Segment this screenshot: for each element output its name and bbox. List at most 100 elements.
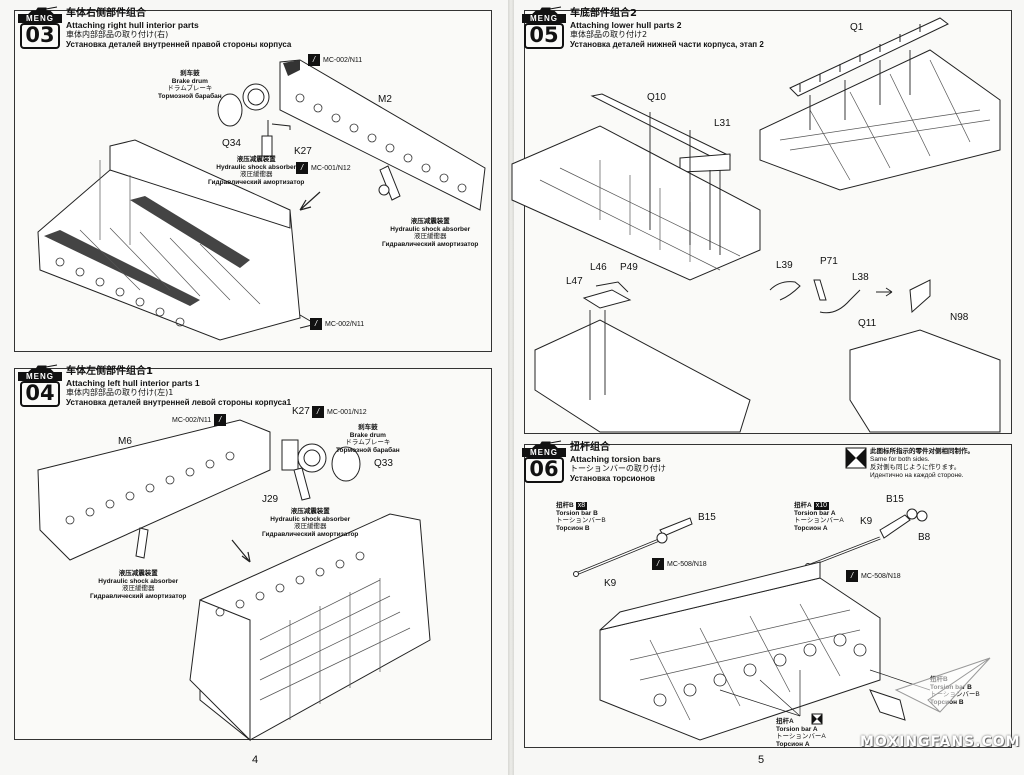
paint-code: MC-001/N12 xyxy=(311,164,351,172)
shock-cn: 液压减震装置 xyxy=(118,570,158,577)
brand-label: MENG xyxy=(522,448,566,457)
step-number: 03 xyxy=(20,23,60,49)
part-l31: L31 xyxy=(714,118,731,129)
paint-icon: / xyxy=(652,558,664,570)
brake-en: Brake drum xyxy=(349,431,386,439)
shock-ru: Гидравлический амортизатор xyxy=(208,178,305,186)
part-m2: M2 xyxy=(378,94,392,105)
brand-label: MENG xyxy=(522,14,566,23)
bottom-a-ru: Торсион A xyxy=(776,740,810,748)
paint-icon: / xyxy=(846,570,858,582)
shock-ru: Гидравлический амортизатор xyxy=(90,592,187,600)
brake-jp: ドラムブレーキ xyxy=(345,439,391,446)
page-number-left: 4 xyxy=(252,754,259,766)
shock-en: Hydraulic shock absorber xyxy=(98,577,179,585)
part-l39: L39 xyxy=(776,260,793,271)
title-cn: 车体右侧部件组合 xyxy=(66,8,146,19)
meng-logo: MENG 04 xyxy=(18,364,62,408)
step-number: 04 xyxy=(20,381,60,407)
note-cn: 此图标所指示的零件对侧相同制作。 xyxy=(870,448,974,455)
part-b15-left: B15 xyxy=(698,512,716,523)
tb-b-ru: Торсион B xyxy=(556,524,590,532)
part-p71: P71 xyxy=(820,256,838,267)
paint-callout: /MC-508/N18 xyxy=(846,570,901,582)
shock-cn: 液压减震装置 xyxy=(236,156,276,163)
meng-logo: MENG 05 xyxy=(522,6,566,50)
paint-icon: / xyxy=(296,162,308,174)
part-q1: Q1 xyxy=(850,22,864,33)
title-cn: 扭杆组合 xyxy=(570,442,610,453)
tb-a-ru: Торсион A xyxy=(794,524,828,532)
shock-jp: 液圧緩衝器 xyxy=(293,523,327,530)
part-j29: J29 xyxy=(262,494,279,505)
note-jp: 反対側も同じように作ります。 xyxy=(870,464,961,471)
shock-jp: 液圧緩衝器 xyxy=(413,233,447,240)
tb-a-qty: x10 xyxy=(813,502,829,510)
title-cn: 车底部件组合2 xyxy=(570,8,637,19)
paint-callout: MC-002/N11/ xyxy=(172,414,227,426)
step-number: 06 xyxy=(524,457,564,483)
bottom-torsion-a-label: 扭杆A Torsion bar A トーションバーA Торсион A xyxy=(776,718,826,748)
shock-en: Hydraulic shock absorber xyxy=(270,515,351,523)
title-en: Attaching torsion bars xyxy=(570,454,661,464)
paint-code: MC-002/N11 xyxy=(172,416,212,424)
tb-a-cn: 扭杆A xyxy=(794,502,812,509)
tb-a-jp: トーションバーA xyxy=(794,517,844,524)
paint-code: MC-002/N11 xyxy=(323,56,363,64)
brake-ru: Тормозной барабан xyxy=(336,446,400,454)
paint-icon: / xyxy=(308,54,320,66)
bottom-a-en: Torsion bar A xyxy=(776,725,818,733)
part-m6: M6 xyxy=(118,436,132,447)
shock-absorber-label-2: 液压减震装置 Hydraulic shock absorber 液圧緩衝器 Ги… xyxy=(90,570,186,600)
part-l46: L46 xyxy=(590,262,607,273)
paint-code: MC-001/N12 xyxy=(327,408,367,416)
title-ru: Установка деталей внутренней левой сторо… xyxy=(66,398,292,407)
shock-cn: 液压减震装置 xyxy=(290,508,330,515)
tb-b-cn: 扭杆B xyxy=(556,502,574,509)
paint-callout: /MC-002/N11 xyxy=(310,318,364,330)
title-jp: 車体内部部品の取り付け(右) xyxy=(66,30,169,39)
paint-callout: /MC-508/N18 xyxy=(652,558,707,570)
bottom-a-cn: 扭杆A xyxy=(776,718,794,725)
paint-icon: / xyxy=(310,318,322,330)
tb-b-jp: トーションバーB xyxy=(556,517,606,524)
brake-cn: 刹车鼓 xyxy=(358,424,378,431)
title-ru: Установка торсионов xyxy=(570,474,656,483)
paint-icon: / xyxy=(312,406,324,418)
meng-logo: MENG 03 xyxy=(18,6,62,50)
part-k27: K27 xyxy=(292,406,310,417)
step-number: 05 xyxy=(524,23,564,49)
paint-code: MC-002/N11 xyxy=(325,320,365,328)
bottom-a-jp: トーションバーA xyxy=(776,733,826,740)
part-l38: L38 xyxy=(852,272,869,283)
title-jp: トーションバーの取り付け xyxy=(570,464,666,473)
part-l47: L47 xyxy=(566,276,583,287)
brake-jp: ドラムブレーキ xyxy=(167,85,213,92)
paint-code: MC-508/N18 xyxy=(861,572,901,580)
title-cn: 车体左侧部件组合1 xyxy=(66,366,153,377)
note-ru: Идентично на каждой стороне. xyxy=(870,472,964,479)
part-q10: Q10 xyxy=(647,92,666,103)
part-k9-left: K9 xyxy=(604,578,617,589)
shock-jp: 液圧緩衝器 xyxy=(239,171,273,178)
shock-en: Hydraulic shock absorber xyxy=(216,163,297,171)
brake-en: Brake drum xyxy=(171,77,208,85)
page-number-right: 5 xyxy=(758,754,765,766)
shock-absorber-label-2: 液压减震装置 Hydraulic shock absorber 液圧緩衝器 Ги… xyxy=(382,218,478,248)
shock-ru: Гидравлический амортизатор xyxy=(262,530,359,538)
part-n98: N98 xyxy=(950,312,969,323)
tb-b-en: Torsion bar B xyxy=(556,509,598,517)
part-q33: Q33 xyxy=(374,458,393,469)
title-ru: Установка деталей нижней части корпуса, … xyxy=(570,40,764,49)
same-both-sides-note: 此图标所指示的零件对侧相同制作。 Same for both sides. 反対… xyxy=(870,448,974,480)
title-en: Attaching right hull interior parts xyxy=(66,20,199,30)
shock-absorber-label-1: 液压减震装置 Hydraulic shock absorber 液圧緩衝器 Ги… xyxy=(208,156,304,186)
shock-cn: 液压减震装置 xyxy=(410,218,450,225)
